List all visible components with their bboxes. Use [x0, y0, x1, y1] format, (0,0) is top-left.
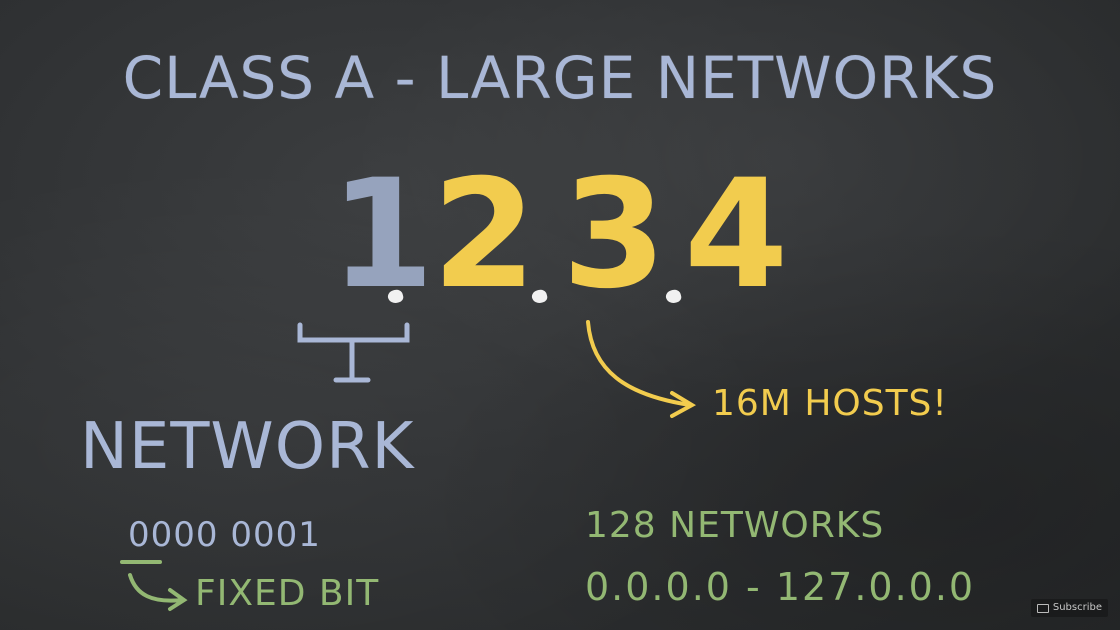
fixed-bit-label: FIXED BIT: [195, 573, 380, 614]
subscribe-label: Subscribe: [1052, 602, 1102, 613]
network-count: 128 NETWORKS: [585, 505, 885, 546]
subscribe-button[interactable]: Subscribe: [1030, 599, 1108, 617]
hosts-label: 16M HOSTS!: [712, 383, 948, 424]
hosts-arrow: [586, 320, 697, 418]
page-title: CLASS A - LARGE NETWORKS: [122, 44, 998, 112]
address-range: 0.0.0.0 - 127.0.0.0: [585, 565, 976, 609]
subscribe-icon: [1036, 603, 1049, 613]
ip-octet-4: 4: [684, 148, 789, 322]
ip-octet-3: 3: [562, 148, 667, 322]
fixed-bit-arrow: [128, 573, 188, 611]
binary-value: 0000 0001: [128, 515, 321, 555]
ip-octet-2: 2: [432, 148, 537, 322]
ip-octet-1: 1: [330, 148, 435, 322]
network-bracket: [297, 322, 410, 383]
network-label: NETWORK: [80, 410, 415, 484]
